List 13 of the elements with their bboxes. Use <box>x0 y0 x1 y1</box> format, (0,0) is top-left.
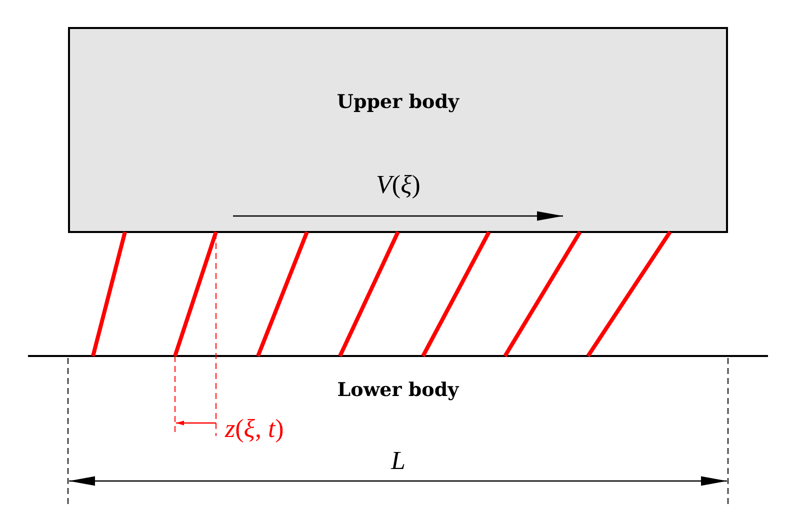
bristle-line <box>338 231 400 357</box>
bristle-line <box>503 230 582 358</box>
bristle-line <box>421 231 491 357</box>
bristle-line <box>256 231 309 357</box>
body-label: Lower body <box>336 379 460 401</box>
body-label: Upper body <box>336 91 460 113</box>
bristle-line <box>173 231 218 357</box>
length-label: L <box>391 446 406 476</box>
bristle-line <box>586 230 672 358</box>
body-block <box>68 27 728 233</box>
bristle-line <box>91 232 127 356</box>
deflection-label: z(ξ, t) <box>225 414 284 444</box>
velocity-label: V(ξ) <box>376 170 420 200</box>
